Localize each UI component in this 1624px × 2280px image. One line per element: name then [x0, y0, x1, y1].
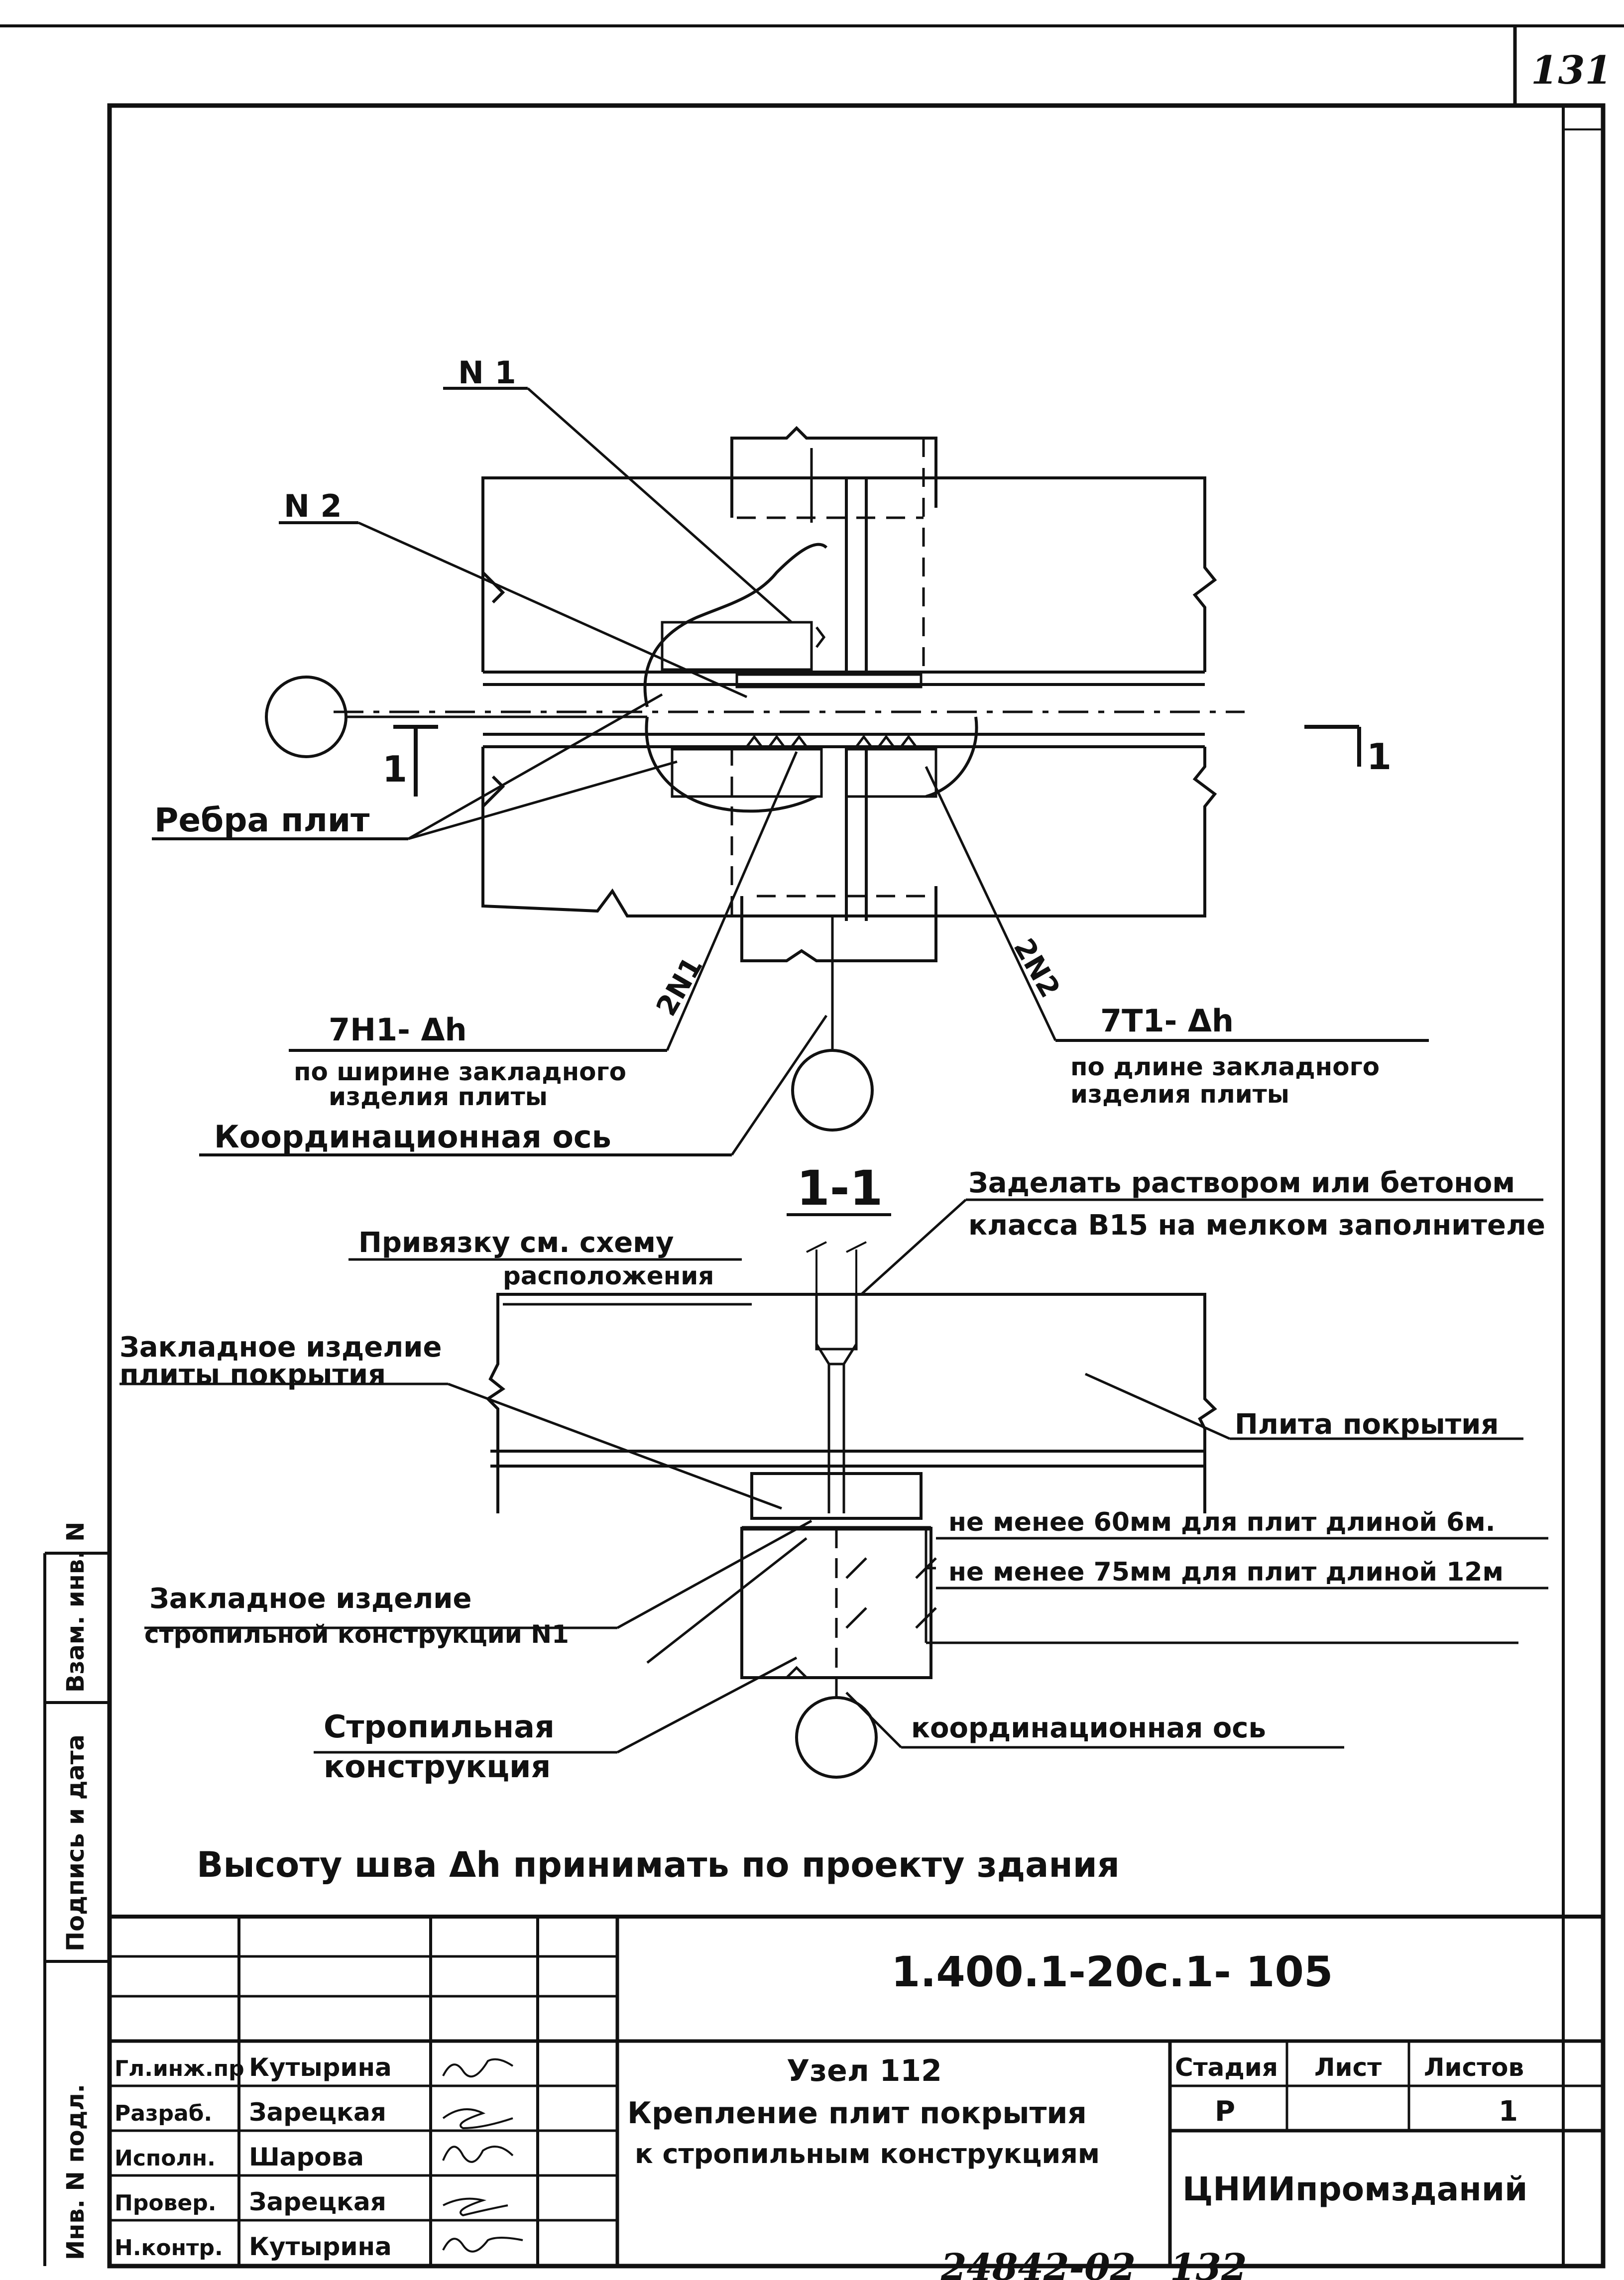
sheet-frame — [0, 24, 1624, 2269]
label-embed-truss-2: стропильной конструкции N1 — [144, 1620, 569, 1649]
role-4: Провер. — [115, 2190, 216, 2216]
label-weld-left-note-2: изделия плиты — [329, 1082, 548, 1111]
label-min-6m: не менее 60мм для плит длиной 6м. — [948, 1507, 1496, 1537]
label-embed-truss-1: Закладное изделие — [149, 1583, 471, 1615]
sheets-header: Листов — [1424, 2053, 1524, 2082]
truss-bottom-outline — [740, 886, 937, 962]
side-stamp-col1: Инв. N подл. — [62, 2084, 90, 2260]
label-truss-2: конструкция — [324, 1748, 551, 1785]
role-2: Разраб. — [115, 2101, 212, 2126]
side-stamp — [43, 1552, 110, 2266]
label-weld-right: 7T1- Δh — [1100, 1003, 1234, 1039]
label-axis-plan: Координационная ось — [214, 1119, 611, 1155]
side-stamp-col3: Взам. инв. N — [62, 1522, 90, 1693]
general-note: Высоту шва Δh принимать по проекту здани… — [197, 1844, 1120, 1885]
name-5: Кутырина — [249, 2232, 392, 2261]
label-weld-left-code: 2N1 — [650, 951, 709, 1022]
label-truss-1: Стропильная — [324, 1709, 555, 1745]
label-n1: N 1 — [458, 354, 516, 391]
axis-bubble-plan — [791, 1049, 874, 1132]
organization: ЦНИИпромзданий — [1182, 2170, 1527, 2208]
page-number: 131 — [1531, 48, 1612, 93]
embed-plate-sw — [671, 748, 823, 798]
slab-bottom-outline — [481, 747, 1217, 917]
breakout-outline — [643, 543, 828, 707]
title-block-code: 1.400.1-20с.1- 105 — [891, 1947, 1333, 1996]
section-mark-left: 1 — [382, 748, 407, 790]
name-2: Зарецкая — [249, 2098, 386, 2127]
name-3: Шарова — [249, 2143, 364, 2171]
label-embed-slab-2: плиты покрытия — [119, 1359, 386, 1391]
label-grout-2: класса B15 на мелком заполнителе — [968, 1209, 1545, 1242]
embed-plate-se — [845, 748, 937, 798]
role-5: Н.контр. — [115, 2235, 223, 2261]
section-title: 1-1 — [797, 1160, 883, 1216]
slab-embed-plate — [750, 1472, 923, 1520]
bottom-page: 132 — [1170, 2246, 1247, 2280]
label-weld-right-code: 2N2 — [1007, 933, 1066, 1004]
label-weld-right-note-1: по длине закладного — [1070, 1052, 1380, 1081]
label-n2: N 2 — [284, 488, 342, 524]
drawing-title-3: к стропильным конструкциям — [635, 2138, 1100, 2169]
slab-top-outline — [481, 476, 1217, 672]
label-weld-left: 7H1- Δh — [329, 1012, 467, 1048]
section-view — [119, 1198, 1548, 1779]
role-3: Исполн. — [115, 2146, 216, 2171]
label-weld-right-note-2: изделия плиты — [1070, 1080, 1289, 1109]
label-axis-section: координационная ось — [911, 1712, 1266, 1744]
drawing-title-1: Узел 112 — [787, 2053, 942, 2088]
sheets-value: 1 — [1499, 2095, 1518, 2128]
grout-pocket — [815, 1293, 858, 1351]
name-1: Кутырина — [249, 2053, 392, 2082]
truss-top-outline — [730, 426, 937, 518]
bottom-number: 24842-02 — [940, 2246, 1136, 2280]
roof-slab-outline — [485, 1293, 1217, 1513]
label-weld-left-note-1: по ширине закладного — [294, 1057, 626, 1086]
stage-value: Р — [1215, 2095, 1235, 2128]
label-embed-slab-1: Закладное изделие — [119, 1331, 442, 1364]
label-roof-slab: Плита покрытия — [1235, 1408, 1499, 1441]
role-1: Гл.инж.пр — [115, 2056, 244, 2081]
section-mark-right: 1 — [1367, 736, 1392, 778]
title-block-grid — [110, 1915, 1603, 2266]
embed-plate-nw — [661, 621, 813, 671]
axis-bubble-left — [265, 676, 348, 758]
stage-header: Стадия — [1175, 2053, 1278, 2082]
label-binding-1: Привязку см. схему — [358, 1227, 674, 1259]
drawing-title-2: Крепление плит покрытия — [627, 2096, 1087, 2131]
label-ribs: Ребра плит — [154, 801, 369, 839]
plan-view — [152, 387, 1429, 1156]
label-grout-1: Заделать раствором или бетоном — [968, 1167, 1515, 1199]
name-4: Зарецкая — [249, 2187, 386, 2216]
side-stamp-col2: Подпись и дата — [62, 1734, 90, 1951]
label-binding-2: расположения — [503, 1261, 714, 1290]
sheet-header: Лист — [1314, 2053, 1382, 2082]
label-min-12m: не менее 75мм для плит длиной 12м — [948, 1557, 1504, 1587]
